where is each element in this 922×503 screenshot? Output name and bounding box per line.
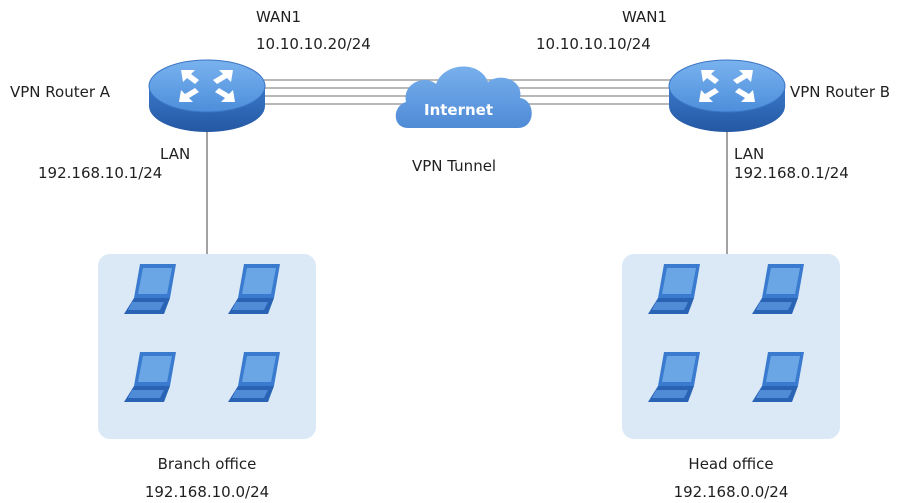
vpn-tunnel-label: VPN Tunnel — [412, 157, 497, 175]
router-b-lan-label: LAN — [734, 145, 765, 163]
router-a-name: VPN Router A — [10, 83, 111, 101]
branch-office-box — [98, 254, 316, 439]
head-office-name: Head office — [688, 455, 774, 473]
head-office-subnet: 192.168.0.0/24 — [673, 483, 789, 501]
router-b-wan-ip: 10.10.10.10/24 — [536, 35, 651, 53]
router-b-icon — [668, 59, 786, 133]
branch-office-subnet: 192.168.10.0/24 — [144, 483, 270, 501]
router-b-wan-label: WAN1 — [622, 8, 668, 26]
internet-label: Internet — [424, 101, 494, 119]
router-a-icon — [148, 59, 266, 133]
internet-cloud-icon — [395, 66, 532, 128]
router-a-lan-ip: 192.168.10.1/24 — [38, 164, 163, 182]
router-a-wan-ip: 10.10.10.20/24 — [256, 35, 371, 53]
head-office-box — [622, 254, 840, 439]
router-a-lan-label: LAN — [160, 145, 191, 163]
branch-office-name: Branch office — [157, 455, 257, 473]
router-b-name: VPN Router B — [790, 83, 891, 101]
router-a-wan-label: WAN1 — [256, 8, 302, 26]
router-b-lan-ip: 192.168.0.1/24 — [734, 164, 849, 182]
